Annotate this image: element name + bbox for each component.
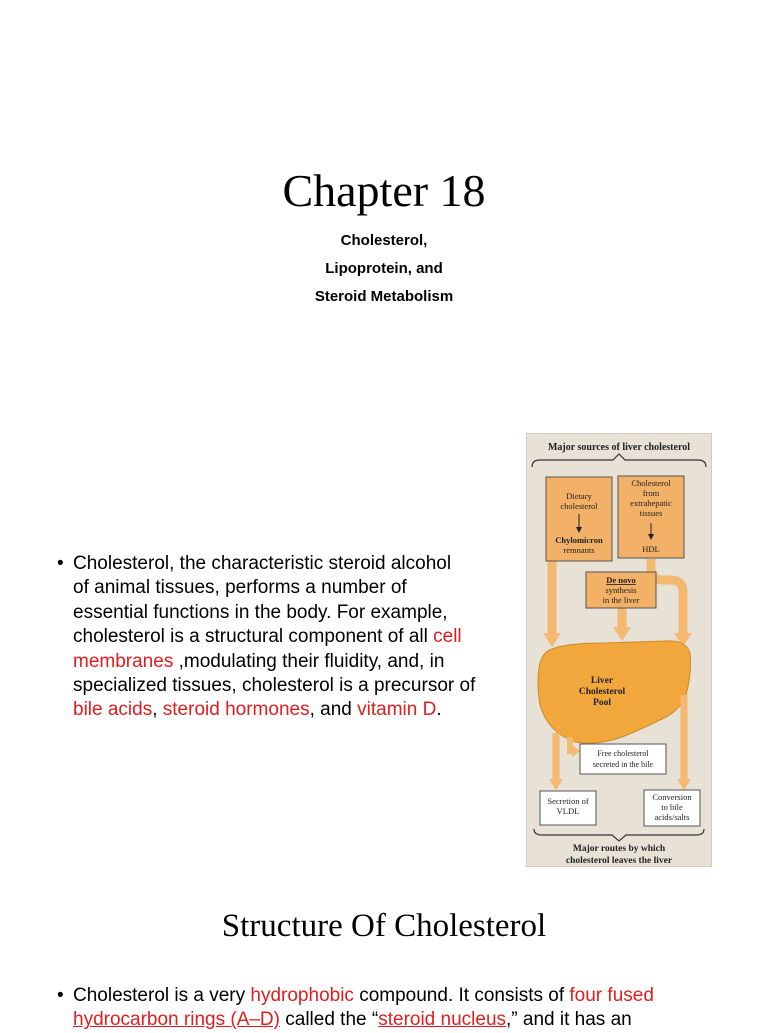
diagram-header: Major sources of liver cholesterol xyxy=(548,442,690,453)
bile-acid-conversion-box xyxy=(643,789,701,827)
bullet-line: essential functions in the body. For exa… xyxy=(73,601,448,623)
bottom-brace xyxy=(533,828,705,842)
arrow-head xyxy=(572,745,580,757)
chapter-title: Chapter 18 xyxy=(282,165,486,216)
bile-label-1: Free cholesterol xyxy=(597,749,649,758)
highlight-steroid-nucleus: steroid nucleus xyxy=(378,1009,507,1031)
arrow-head xyxy=(648,534,654,540)
synthesis-label: synthesis xyxy=(605,585,636,595)
bullet-line: of animal tissues, performs a number of xyxy=(73,577,407,599)
conversion-label-1: Conversion xyxy=(652,792,692,802)
arrow-head xyxy=(543,633,561,647)
arrow-head xyxy=(674,633,692,647)
conversion-label-3: acids/salts xyxy=(655,812,690,822)
footer-label-2: cholesterol leaves the liver xyxy=(566,856,673,866)
extrahepatic-label-1: Cholesterol xyxy=(631,478,671,488)
bullet-line: membranes ,modulating their fluidity, an… xyxy=(73,650,445,672)
arrow-head xyxy=(576,527,582,533)
arrow-head xyxy=(549,779,563,790)
arrow-head xyxy=(677,779,691,790)
bullet-line: bile acids, steroid hormones, and vitami… xyxy=(73,699,442,721)
highlight-membranes: membranes xyxy=(73,650,174,672)
bullet-text: Cholesterol is a very hydrophobic compou… xyxy=(73,984,654,1033)
subtitle-line-1: Cholesterol, xyxy=(340,232,428,249)
vldl-label-1: Secretion of xyxy=(547,796,588,806)
vldl-label-2: VLDL xyxy=(557,806,580,816)
in-liver-label: in the liver xyxy=(603,595,640,605)
conversion-label-2: to bile xyxy=(661,802,683,812)
bullet-marker: • xyxy=(57,985,64,1006)
top-brace xyxy=(531,453,707,468)
highlight-hydrophobic: hydrophobic xyxy=(250,985,354,1006)
highlight-four-fused: four fused xyxy=(569,985,654,1006)
extrahepatic-label-3: extrahepatic xyxy=(630,498,672,508)
subtitle-line-2: Lipoprotein, and xyxy=(325,260,443,277)
extrahepatic-label-4: tissues xyxy=(640,508,663,518)
bullet-line: cholesterol is a structural component of… xyxy=(73,626,462,648)
bullet-text: Cholesterol, the characteristic steroid … xyxy=(73,552,475,723)
extrahepatic-label-2: from xyxy=(643,488,660,498)
bile-label-2: secreted in the bile xyxy=(593,760,654,769)
highlight-bile-acids: bile acids xyxy=(73,699,153,721)
bullet-line: Cholesterol, the characteristic steroid … xyxy=(73,553,452,574)
dietary-label-2: cholesterol xyxy=(560,501,598,511)
bullet-marker: • xyxy=(57,553,64,574)
highlight-steroid-hormones: steroid hormones xyxy=(162,699,310,721)
bullet-line: Cholesterol is a very hydrophobic compou… xyxy=(73,985,654,1006)
cholesterol-functions-bullet: • Cholesterol, the characteristic steroi… xyxy=(57,552,507,727)
liver-pool-shape xyxy=(537,640,691,744)
chylomicron-label-2: remnants xyxy=(563,545,594,555)
vldl-secretion-box xyxy=(539,790,597,826)
liver-label-1: Liver xyxy=(591,676,614,686)
section-title: Structure Of Cholesterol xyxy=(221,908,547,944)
liver-label-3: Pool xyxy=(593,698,611,708)
highlight-vitamin-d: vitamin D xyxy=(357,699,437,721)
footer-label-1: Major routes by which xyxy=(573,844,666,854)
liver-cholesterol-diagram: Major sources of liver cholesterol Dieta… xyxy=(526,433,712,867)
de-novo-synthesis-box xyxy=(585,571,657,609)
cholesterol-structure-bullet: • Cholesterol is a very hydrophobic comp… xyxy=(57,984,747,1030)
liver-label-2: Cholesterol xyxy=(579,687,626,697)
arrow-to-bile xyxy=(567,737,573,754)
dietary-label-1: Dietary xyxy=(566,491,592,501)
chylomicron-label-1: Chylomicron xyxy=(555,535,603,545)
de-novo-label: De novo xyxy=(606,575,636,585)
arrow-head xyxy=(613,627,631,641)
bullet-line: hydrocarbon rings (A–D) called the “ster… xyxy=(73,1009,632,1031)
hdl-label: HDL xyxy=(642,544,659,554)
subtitle-line-3: Steroid Metabolism xyxy=(314,288,454,305)
bullet-line: specialized tissues, cholesterol is a pr… xyxy=(73,675,476,697)
extrahepatic-cholesterol-box xyxy=(617,475,685,559)
highlight-hydrocarbon-rings: hydrocarbon rings (A–D) xyxy=(73,1009,280,1031)
free-cholesterol-bile-box xyxy=(579,743,667,775)
highlight-cell: cell xyxy=(433,626,462,648)
